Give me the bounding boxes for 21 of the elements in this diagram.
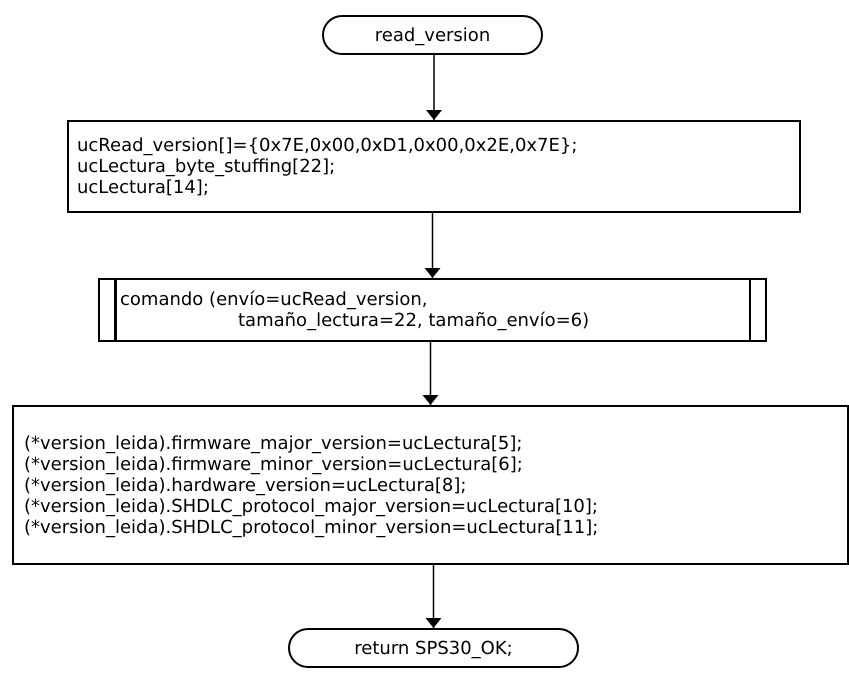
code-text: (*version_leida).hardware_version=ucLectura[8]; (24, 474, 468, 496)
code-text: comando (envío=ucRead_version, (120, 289, 428, 310)
process-box (12, 405, 849, 565)
arrow (426, 55, 442, 120)
terminal-box (322, 15, 543, 55)
code-text: ucRead_version[]={0x7E,0x00,0xD1,0x00,0x2E,0x7E}; (77, 135, 578, 156)
arrow (426, 565, 442, 628)
subroutine-box (98, 278, 767, 342)
arrow (424, 213, 440, 278)
code-text: (*version_leida).SHDLC_protocol_major_version=ucLectura[10]; (24, 496, 599, 516)
code-text: (*version_leida).firmware_minor_version=ucLectura[6]; (24, 454, 524, 474)
code-text: tamaño_lectura=22, tamaño_envío=6) (237, 310, 590, 331)
arrow (422, 342, 438, 405)
process-box (67, 120, 801, 213)
code-text: return SPS30_OK; (354, 638, 513, 658)
code-text: (*version_leida).firmware_major_version=ucLectura[5]; (24, 432, 524, 454)
code-text: (*version_leida).SHDLC_protocol_minor_version=ucLectura[11]; (24, 516, 600, 538)
terminal-box (288, 628, 579, 668)
code-text: ucLectura_byte_stuffing[22]; (77, 156, 336, 177)
code-text: ucLectura[14]; (77, 177, 210, 198)
code-text: read_version (374, 24, 490, 46)
